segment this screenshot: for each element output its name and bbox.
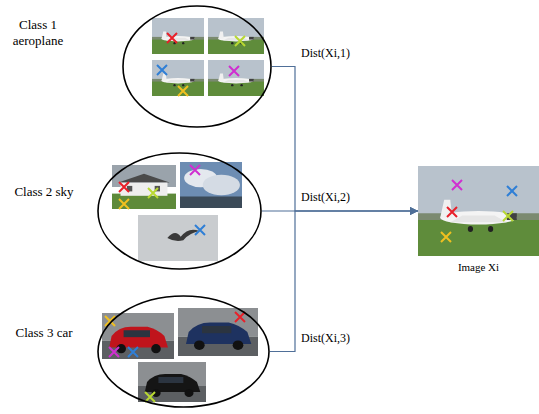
class-label: Class 1 aeroplane [2, 17, 74, 48]
connector-line [270, 211, 418, 352]
distance-connector [270, 207, 418, 352]
ellipse-outline [122, 5, 272, 128]
arrow-head [410, 207, 418, 215]
class-label: Class 2 sky [11, 184, 77, 200]
arrow-head [410, 207, 418, 215]
distance-label: Dist(Xi,2) [299, 190, 352, 204]
ellipse-border [123, 6, 271, 127]
distance-label: Dist(Xi,3) [299, 331, 352, 345]
class-ellipse: Class 2 sky [97, 152, 262, 270]
distance-connector [272, 67, 418, 216]
connector-line [272, 67, 418, 212]
image-node: Image Xi [418, 166, 539, 256]
class-label: Class 3 car [11, 325, 77, 341]
image-caption: Image Xi [418, 261, 539, 274]
arrow-head [410, 207, 418, 215]
ellipse-outline [97, 295, 270, 408]
ellipse-border [98, 296, 269, 407]
class-ellipse: Class 3 car [97, 295, 270, 408]
ellipse-outline [97, 152, 262, 270]
ellipse-border [98, 153, 261, 269]
class-ellipse: Class 1 aeroplane [122, 5, 272, 128]
distance-label: Dist(Xi,1) [299, 46, 352, 60]
